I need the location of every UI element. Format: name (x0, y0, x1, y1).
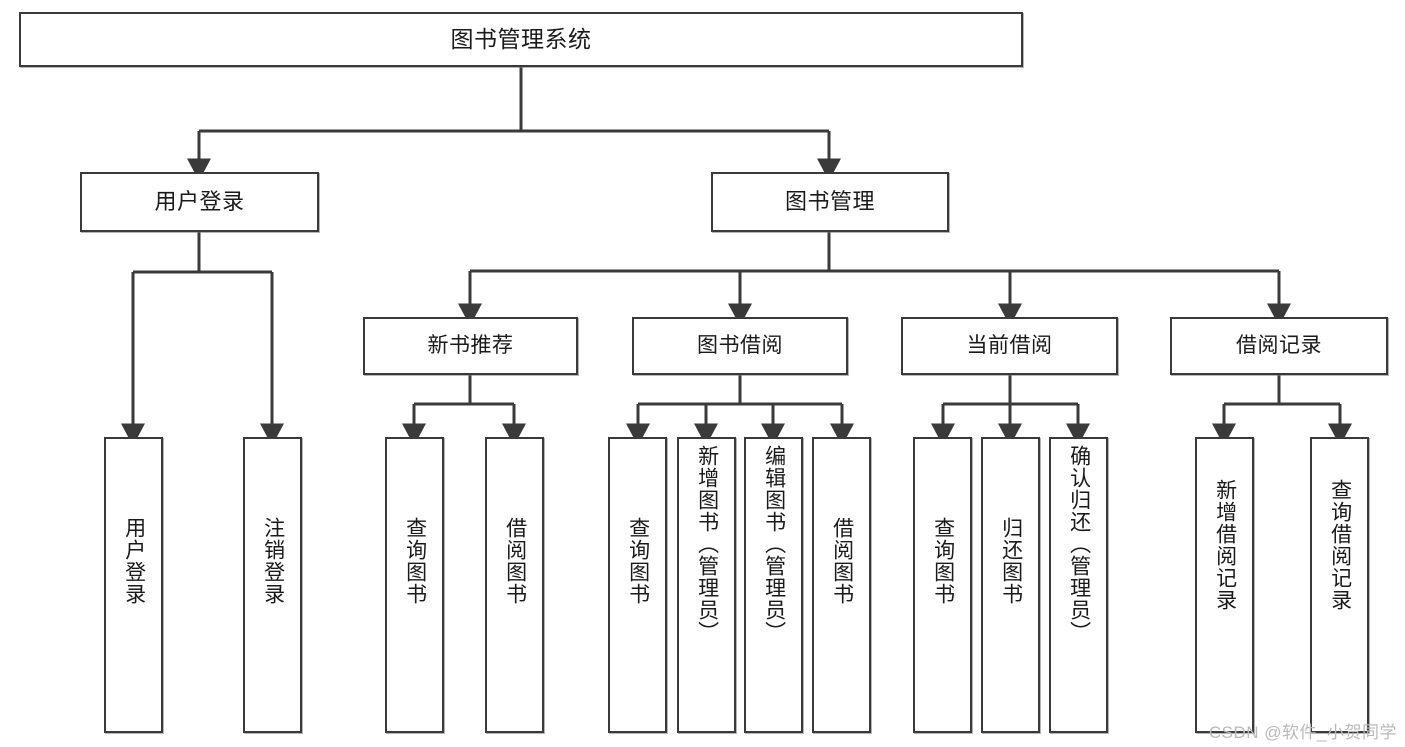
watermark-text: CSDN @软件_小贺同学 (1208, 723, 1397, 742)
leaf-return-book[interactable]: 归还图书 (981, 437, 1040, 733)
node-user-login-label: 用户登录 (154, 188, 245, 214)
node-book-borrow-label: 图书借阅 (697, 334, 783, 358)
leaf-query-book-2-label: 查询图书 (626, 517, 650, 605)
leaf-query-record-label: 查询借阅记录 (1328, 479, 1352, 611)
leaf-query-book-3[interactable]: 查询图书 (913, 437, 972, 733)
leaf-logout-login[interactable]: 注销登录 (243, 437, 302, 733)
node-borrow-record[interactable]: 借阅记录 (1170, 317, 1388, 375)
leaf-borrow-book-2[interactable]: 借阅图书 (812, 437, 871, 733)
leaf-query-book-1-label: 查询图书 (403, 517, 427, 605)
leaf-add-book[interactable]: 新增图书（管理员） (677, 437, 736, 733)
leaf-borrow-book-1[interactable]: 借阅图书 (485, 437, 544, 733)
node-root[interactable]: 图书管理系统 (19, 12, 1023, 67)
leaf-borrow-book-2-label: 借阅图书 (830, 517, 854, 605)
node-current-borrow[interactable]: 当前借阅 (901, 317, 1118, 375)
node-book-management-label: 图书管理 (784, 188, 875, 214)
node-new-book-recommend[interactable]: 新书推荐 (363, 317, 578, 375)
leaf-query-book-2[interactable]: 查询图书 (608, 437, 667, 733)
leaf-add-record-label: 新增借阅记录 (1213, 479, 1237, 611)
leaf-edit-book[interactable]: 编辑图书（管理员） (744, 437, 803, 733)
leaf-confirm-return-label: 确认归还（管理员） (1067, 445, 1091, 643)
leaf-confirm-return[interactable]: 确认归还（管理员） (1049, 437, 1108, 733)
node-book-borrow[interactable]: 图书借阅 (632, 317, 848, 375)
node-user-login[interactable]: 用户登录 (80, 172, 319, 232)
leaf-query-book-1[interactable]: 查询图书 (385, 437, 444, 733)
leaf-logout-login-label: 注销登录 (261, 517, 285, 605)
node-root-label: 图书管理系统 (450, 26, 592, 53)
leaf-return-book-label: 归还图书 (999, 517, 1023, 605)
leaf-user-login-label: 用户登录 (122, 517, 146, 605)
node-borrow-record-label: 借阅记录 (1236, 334, 1322, 358)
leaf-add-book-label: 新增图书（管理员） (695, 445, 719, 643)
leaf-user-login[interactable]: 用户登录 (104, 437, 163, 733)
node-book-management[interactable]: 图书管理 (711, 172, 949, 232)
node-new-book-recommend-label: 新书推荐 (427, 334, 514, 358)
leaf-query-book-3-label: 查询图书 (931, 517, 955, 605)
leaf-borrow-book-1-label: 借阅图书 (503, 517, 527, 605)
leaf-query-record[interactable]: 查询借阅记录 (1310, 437, 1369, 733)
leaf-edit-book-label: 编辑图书（管理员） (762, 445, 786, 643)
leaf-add-record[interactable]: 新增借阅记录 (1195, 437, 1254, 733)
node-current-borrow-label: 当前借阅 (966, 334, 1053, 358)
